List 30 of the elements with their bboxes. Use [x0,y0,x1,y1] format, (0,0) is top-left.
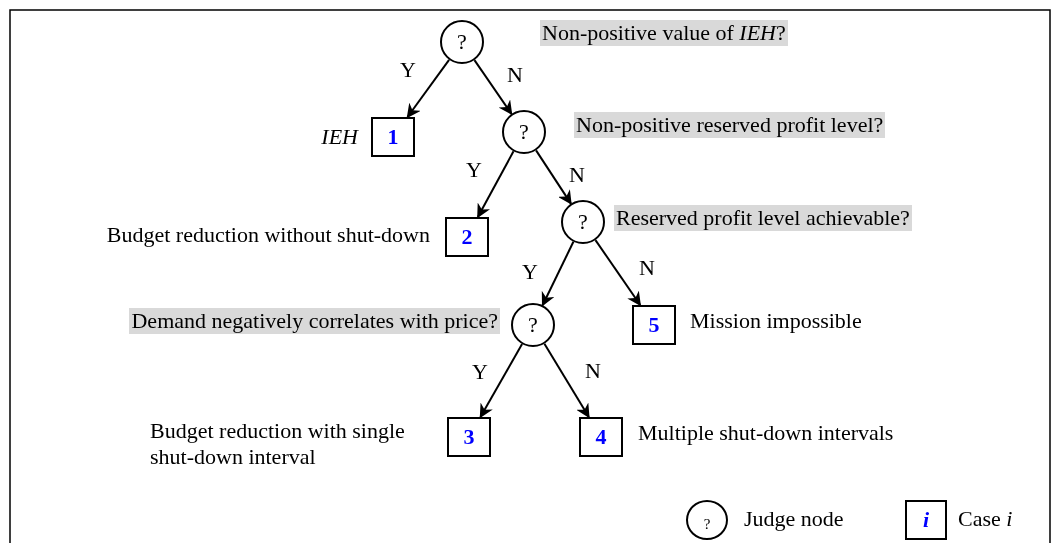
question-label: Non-positive reserved profit level? [574,112,886,138]
arrow [541,240,575,307]
legend-label: Judge node [744,506,844,532]
arrow [473,59,513,116]
case-box: 2 [445,217,489,257]
arrow [476,150,515,219]
question-label: Demand negatively correlates with price? [129,308,500,334]
case-box: 5 [632,305,676,345]
arrow [594,239,642,307]
arrow [535,149,572,205]
case-box: 3 [447,417,491,457]
question-label: Reserved profit level achievable? [614,205,912,231]
case-label: Budget reduction without shut-down [106,222,430,248]
case-label: Multiple shut-down intervals [638,420,894,446]
case-box: 4 [579,417,623,457]
case-box: 1 [371,117,415,157]
legend-box-symbol: i [905,500,947,540]
case-label: IEH [321,124,358,150]
arrow [543,342,590,419]
judge-node-circle: ? [440,20,484,64]
judge-node-circle: ? [511,303,555,347]
case-label: Mission impossible [690,308,862,334]
legend-circle-symbol: ? [686,500,728,540]
arrow [406,58,451,119]
judge-node-circle: ? [502,110,546,154]
arrow [479,343,524,419]
legend-label: Case i [958,506,1013,532]
judge-node-circle: ? [561,200,605,244]
question-label: Non-positive value of IEH? [540,20,788,46]
case-label: Budget reduction with single shut-down interval [150,418,406,470]
